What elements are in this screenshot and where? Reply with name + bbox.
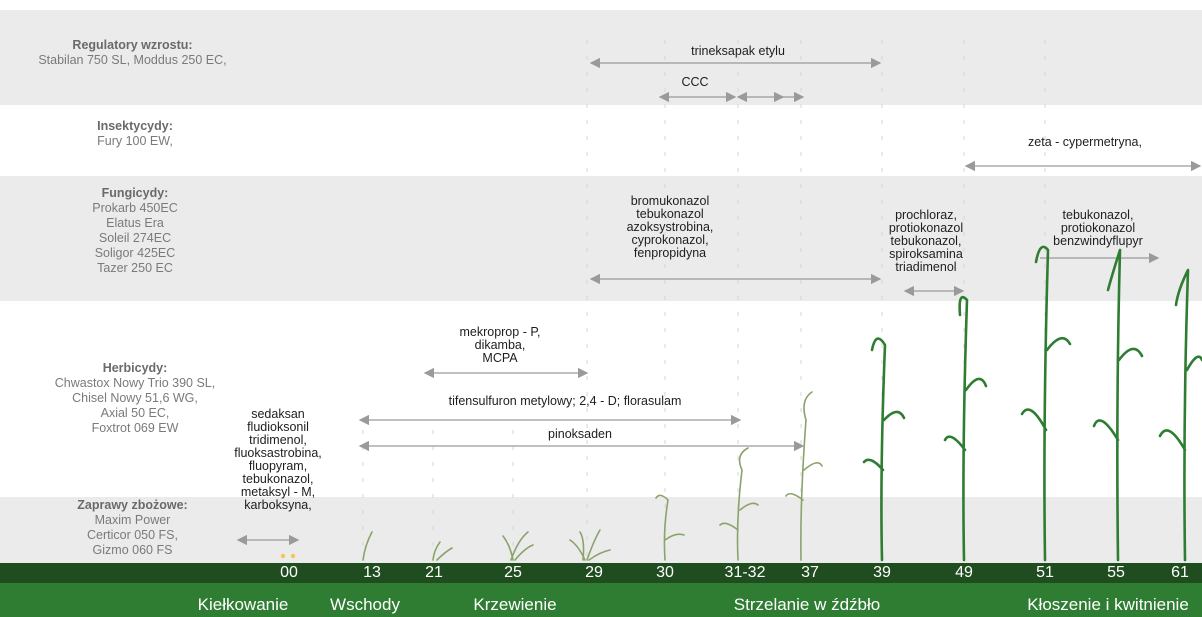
stage-code: 37 [801, 564, 819, 581]
seed-treatments-product: Maxim Power [94, 513, 171, 527]
stage-code: 21 [425, 564, 443, 581]
phase-label: Kiełkowanie [197, 595, 289, 614]
growth-regulators-title: Regulatory wzrostu: [72, 38, 193, 52]
phase-label: Wschody [330, 595, 400, 614]
stage-code: 25 [504, 564, 522, 581]
growth-regulators-product: Stabilan 750 SL, Moddus 250 EC, [38, 53, 227, 67]
phase-label: Strzelanie w źdźbło [733, 595, 881, 614]
stage-code: 39 [873, 564, 891, 581]
herbicides-product: Foxtrot 069 EW [91, 421, 179, 435]
growth-regulators-band [0, 10, 1202, 105]
stage-code: 51 [1036, 564, 1054, 581]
fungicides-product: Tazer 250 EC [97, 261, 173, 275]
herbicides-product: Chwastox Nowy Trio 390 SL, [54, 376, 216, 390]
stage-dashed-lines [362, 40, 1046, 560]
stage-code: 49 [955, 564, 973, 581]
stage-code-row [0, 563, 1202, 583]
fungicides-label: Fungicydy: Prokarb 450EC Elatus Era Sole… [60, 186, 210, 276]
seed-treatments-product: Gizmo 060 FS [92, 543, 173, 557]
stage-code: 29 [585, 564, 603, 581]
seed-treatments-label: Zaprawy zbożowe: Maxim Power Certicor 05… [45, 498, 220, 558]
pinoksaden-note: pinoksaden [548, 427, 612, 441]
phase-label: Kłoszenie i kwitnienie [1027, 595, 1189, 614]
ccc-note: CCC [681, 75, 709, 89]
seed-treatments-product: Certicor 050 FS, [86, 528, 178, 542]
stage-code: 31-32 [724, 564, 766, 581]
herbicides-product: Chisel Nowy 51,6 WG, [72, 391, 198, 405]
seed-ai-note: sedaksan fludioksonil tridimenol, fluoks… [234, 407, 322, 512]
fungicides-product: Elatus Era [106, 216, 164, 230]
stage-code: 13 [363, 564, 381, 581]
seed-treatments-band [0, 497, 1202, 563]
herbicides-title: Herbicydy: [102, 361, 168, 375]
timeline-graphic [236, 40, 1202, 562]
fungicides-product: Soligor 425EC [94, 246, 176, 260]
growth-regulators-label: Regulatory wzrostu: Stabilan 750 SL, Mod… [0, 38, 265, 68]
zeta-note: zeta - cypermetryna, [1028, 135, 1142, 149]
herbicides-label: Herbicydy: Chwastox Nowy Trio 390 SL, Ch… [30, 361, 240, 436]
growth-stage-bar: 00 13 21 25 29 30 31-32 37 39 49 51 55 6… [0, 563, 1202, 617]
plant-illustrations [280, 245, 1202, 562]
fung3-note: tebukonazol, protiokonazol benzwindyflup… [1053, 208, 1143, 248]
application-arrows [236, 57, 1202, 546]
seed-treatments-title: Zaprawy zbożowe: [77, 498, 188, 512]
stage-code: 61 [1171, 564, 1189, 581]
stage-code: 55 [1107, 564, 1125, 581]
trineksapak-note: trineksapak etylu [691, 44, 785, 58]
tifensulfuron-note: tifensulfuron metylowy; 2,4 - D; florasu… [448, 394, 682, 408]
fung1-note: bromukonazol tebukonazol azoksystrobina,… [626, 194, 714, 260]
fung2-note: prochloraz, protiokonazol tebukonazol, s… [888, 208, 964, 274]
stage-code: 00 [280, 564, 298, 581]
herb1-note: mekroprop - P, dikamba, MCPA [459, 325, 541, 365]
insecticides-title: Insektycydy: [97, 119, 173, 133]
stage-code: 30 [656, 564, 674, 581]
fungicides-title: Fungicydy: [101, 186, 169, 200]
insecticides-label: Insektycydy: Fury 100 EW, [60, 119, 210, 149]
fungicides-product: Soleil 274EC [98, 231, 172, 245]
herbicides-product: Axial 50 EC, [100, 406, 170, 420]
fungicides-product: Prokarb 450EC [92, 201, 178, 215]
insecticides-product: Fury 100 EW, [97, 134, 173, 148]
phase-label: Krzewienie [473, 595, 557, 614]
